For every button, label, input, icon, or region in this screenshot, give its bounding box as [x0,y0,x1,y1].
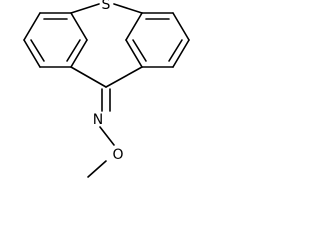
o-methyl-bond [87,160,107,178]
sulfur-atom-label: S [102,0,111,13]
right-benzene-ring [125,12,190,68]
imine-double-bond [101,88,111,112]
chemical-structure: S N O [23,0,190,178]
central-ring-bonds [70,3,143,88]
n-o-bond [99,126,115,146]
oxygen-atom-label: O [112,147,123,163]
nitrogen-atom-label: N [93,112,103,128]
left-benzene-ring [23,12,88,68]
